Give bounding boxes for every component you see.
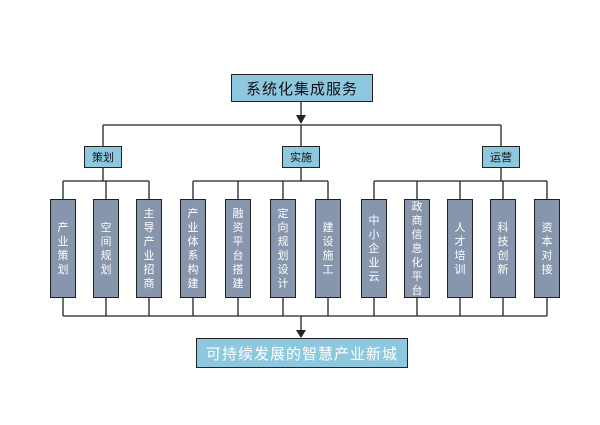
group-node-implementation: 实施 <box>282 146 320 168</box>
leaf-node: 主导产业招商 <box>136 199 162 298</box>
leaf-node: 建设施工 <box>315 199 341 298</box>
leaf-node: 中小企业云 <box>361 199 387 298</box>
leaf-node: 空间规划 <box>93 199 119 298</box>
leaf-node: 科技创新 <box>490 199 516 298</box>
leaf-node: 产业体系构建 <box>180 199 206 298</box>
leaf-node: 定向规划设计 <box>270 199 296 298</box>
leaf-node: 资本对接 <box>534 199 560 298</box>
group-node-operation: 运营 <box>482 146 520 168</box>
leaf-node: 政商信息化平台 <box>404 199 430 298</box>
leaf-node: 产业策划 <box>50 199 76 298</box>
root-node: 系统化集成服务 <box>231 74 373 102</box>
leaf-node: 人才培训 <box>447 199 473 298</box>
outcome-node: 可持续发展的智慧产业新城 <box>196 338 408 368</box>
leaf-node: 融资平台搭建 <box>225 199 251 298</box>
group-node-planning: 策划 <box>84 146 122 168</box>
